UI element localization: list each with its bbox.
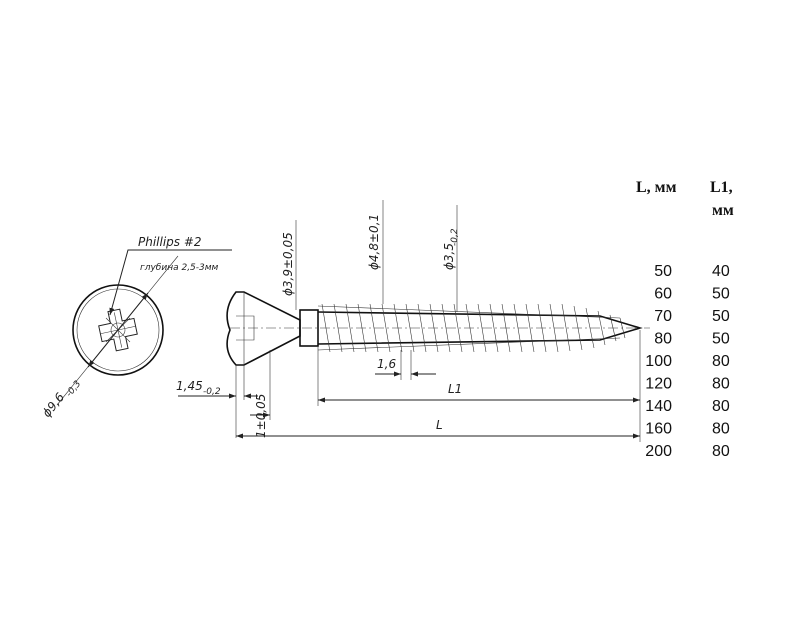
thread-outer-diameter-label: ϕ4,8±0,1 xyxy=(367,214,381,270)
shank-diameter-label: ϕ3,9±0,05 xyxy=(281,232,295,296)
table-cell-l: 100 xyxy=(645,353,672,370)
table-header-l1-unit: мм xyxy=(712,202,734,219)
table-cell-l1: 50 xyxy=(712,286,730,303)
size-table: L, мм L1, мм 50 40 60 50 70 50 80 50 100 80 120 80 1… xyxy=(636,179,734,460)
drive-depth-callout: глубина 2,5-3мм xyxy=(140,263,219,273)
table-rows: 50 40 60 50 70 50 80 50 100 80 120 80 140 80 160 80 200 8… xyxy=(645,263,730,460)
table-cell-l: 120 xyxy=(645,376,672,393)
table-cell-l: 200 xyxy=(645,443,672,460)
total-length-label: L xyxy=(436,418,443,432)
head-height-label: 1,45 xyxy=(176,379,203,393)
head-diameter-label: ϕ9,6 xyxy=(39,390,67,420)
table-cell-l: 140 xyxy=(645,398,672,415)
thread-inner-diameter-tolerance: -0,2 xyxy=(450,228,460,246)
table-cell-l1: 80 xyxy=(712,443,730,460)
drive-type-callout: Phillips #2 xyxy=(138,235,202,249)
table-cell-l: 80 xyxy=(654,331,672,348)
table-cell-l1: 50 xyxy=(712,331,730,348)
thread-inner-diameter-label: ϕ3,5 xyxy=(442,243,456,270)
table-cell-l1: 80 xyxy=(712,421,730,438)
thread-length-label: L1 xyxy=(448,382,462,396)
table-header-l1: L1, xyxy=(710,179,733,196)
table-cell-l: 60 xyxy=(654,286,672,303)
screw-side-view xyxy=(226,291,650,366)
table-cell-l1: 80 xyxy=(712,398,730,415)
table-cell-l: 70 xyxy=(654,308,672,325)
table-cell-l: 160 xyxy=(645,421,672,438)
table-cell-l1: 80 xyxy=(712,353,730,370)
table-header-l: L, мм xyxy=(636,179,677,196)
head-diameter-tolerance: -0,3 xyxy=(65,379,84,399)
table-cell-l1: 40 xyxy=(712,263,730,280)
table-cell-l1: 80 xyxy=(712,376,730,393)
neck-height-label: 1±0,05 xyxy=(254,394,268,438)
table-cell-l1: 50 xyxy=(712,308,730,325)
thread-pitch-label: 1,6 xyxy=(377,357,396,371)
table-cell-l: 50 xyxy=(654,263,672,280)
head-height-tolerance: -0,2 xyxy=(203,387,221,397)
